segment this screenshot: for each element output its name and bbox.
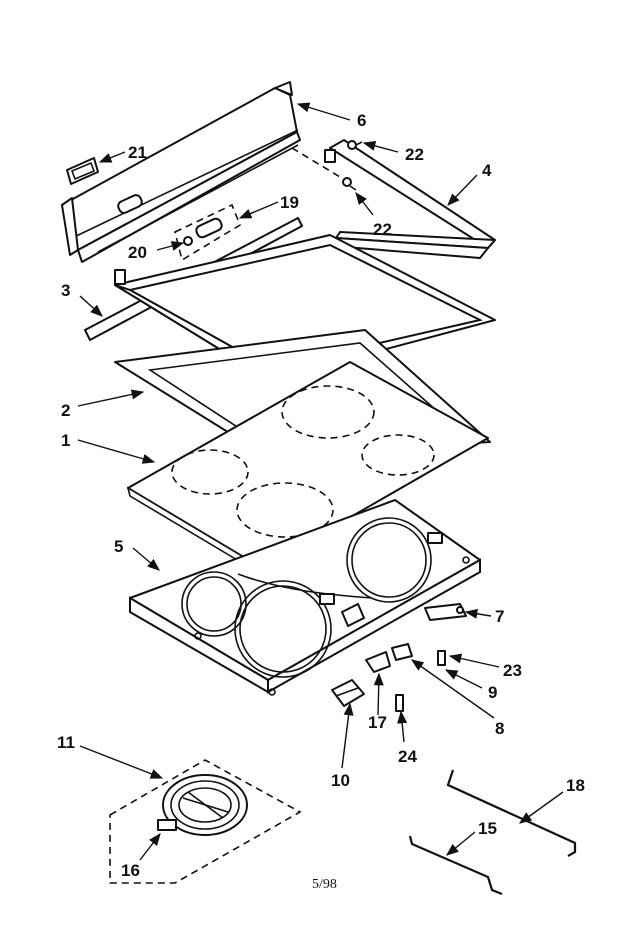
label-part-4: 4 [482,161,492,180]
side-frame-part [324,139,496,259]
switch-detail-box [174,203,241,262]
label-part-15: 15 [478,819,497,838]
label-part-1: 1 [61,431,70,450]
glass-cooktop-part [126,361,489,578]
screw-23 [437,650,446,666]
rod-18-part [446,769,577,857]
label-part-20: 20 [128,243,147,262]
label-part-19: 19 [280,193,299,212]
badge-part [66,157,99,185]
clip-8-part [391,643,413,661]
label-part-22-upper: 22 [405,145,424,164]
terminal-block-10-part [331,679,365,707]
footer-date: 5/98 [312,877,337,892]
label-part-24: 24 [398,747,417,766]
label-part-10: 10 [331,771,350,790]
label-part-7: 7 [495,607,504,626]
burner-box-part [129,499,481,696]
label-part-3: 3 [61,281,70,300]
label-part-21: 21 [128,143,147,162]
element-11-detail [109,759,302,884]
label-part-6: 6 [357,111,366,130]
label-part-8: 8 [495,719,504,738]
leader-lines [77,102,564,861]
bracket-7-part [424,603,467,621]
rod-15-part [408,835,503,896]
label-part-5: 5 [114,537,123,556]
label-part-9: 9 [488,683,497,702]
top-frame-part [114,234,496,381]
screw-22-upper [347,140,363,150]
label-part-17: 17 [368,713,387,732]
label-part-2: 2 [61,401,70,420]
screw-24 [395,694,404,712]
label-part-11: 11 [57,733,75,752]
label-part-16: 16 [121,861,140,880]
clip-17-part [365,651,391,673]
label-part-23: 23 [503,661,522,680]
label-part-22-lower: 22 [373,220,392,239]
label-part-18: 18 [566,776,585,795]
control-panel-part [61,81,301,263]
